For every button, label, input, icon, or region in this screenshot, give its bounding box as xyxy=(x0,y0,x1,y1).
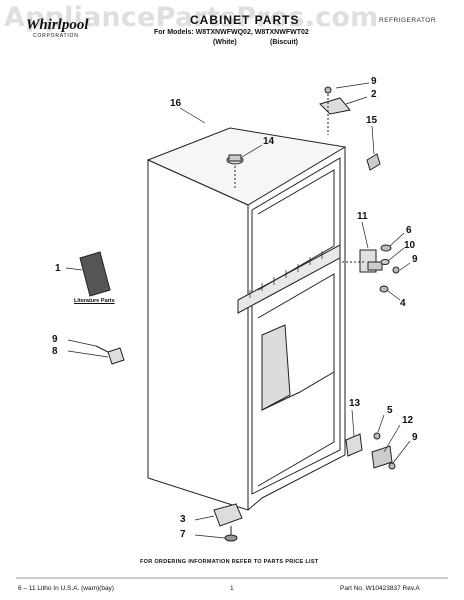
callout-4: 4 xyxy=(400,298,406,309)
model-list: For Models: W8TXNWFWQ02, W8TXNWFWT02 xyxy=(154,29,309,36)
watermark: AppliancePartsPros.com xyxy=(4,2,379,33)
callout-13: 13 xyxy=(349,398,361,409)
callout-8: 8 xyxy=(52,346,58,357)
door-stop xyxy=(95,345,125,365)
bottom-hinge xyxy=(345,432,396,470)
brand-sub: CORPORATION xyxy=(33,33,79,39)
callout-9: 9 xyxy=(412,254,418,265)
callout-15: 15 xyxy=(366,115,378,126)
center-hinge xyxy=(342,244,400,293)
footer-part-number: Part No. W10423837 Rev.A xyxy=(340,585,420,592)
callout-9: 9 xyxy=(371,76,377,87)
callout-3: 3 xyxy=(180,514,186,525)
literature-label: Literature Parts xyxy=(74,298,115,304)
top-hinge xyxy=(319,86,351,135)
category-label: REFRIGERATOR xyxy=(379,17,437,24)
callout-16: 16 xyxy=(170,98,182,109)
leveling-leg xyxy=(213,503,243,542)
footer-litho: 6 – 11 Litho In U.S.A. (wam)(bay) xyxy=(18,585,114,592)
cabinet-left-side xyxy=(147,159,249,511)
callout-12: 12 xyxy=(402,415,414,426)
cabinet-right-edge xyxy=(261,147,346,499)
callout-2: 2 xyxy=(371,89,377,100)
ordering-note: FOR ORDERING INFORMATION REFER TO PARTS … xyxy=(140,559,319,565)
callout-10: 10 xyxy=(404,240,416,251)
color-white: (White) xyxy=(213,39,237,46)
callout-1: 1 xyxy=(55,263,61,274)
callout-7: 7 xyxy=(180,529,186,540)
mullion xyxy=(237,244,341,314)
callout-9: 9 xyxy=(52,334,58,345)
callout-11: 11 xyxy=(357,211,368,222)
literature-booklet xyxy=(79,251,111,297)
callout-6: 6 xyxy=(406,225,412,236)
callout-5: 5 xyxy=(387,405,393,416)
color-biscuit: (Biscuit) xyxy=(270,39,298,46)
top-cap xyxy=(226,154,244,190)
page-title: CABINET PARTS xyxy=(190,13,300,27)
brand-logo: Whirlpool xyxy=(26,17,89,33)
callout-9: 9 xyxy=(412,432,418,443)
hinge-cover xyxy=(366,153,381,171)
page-number: 1 xyxy=(230,585,234,592)
callout-14: 14 xyxy=(263,136,275,147)
